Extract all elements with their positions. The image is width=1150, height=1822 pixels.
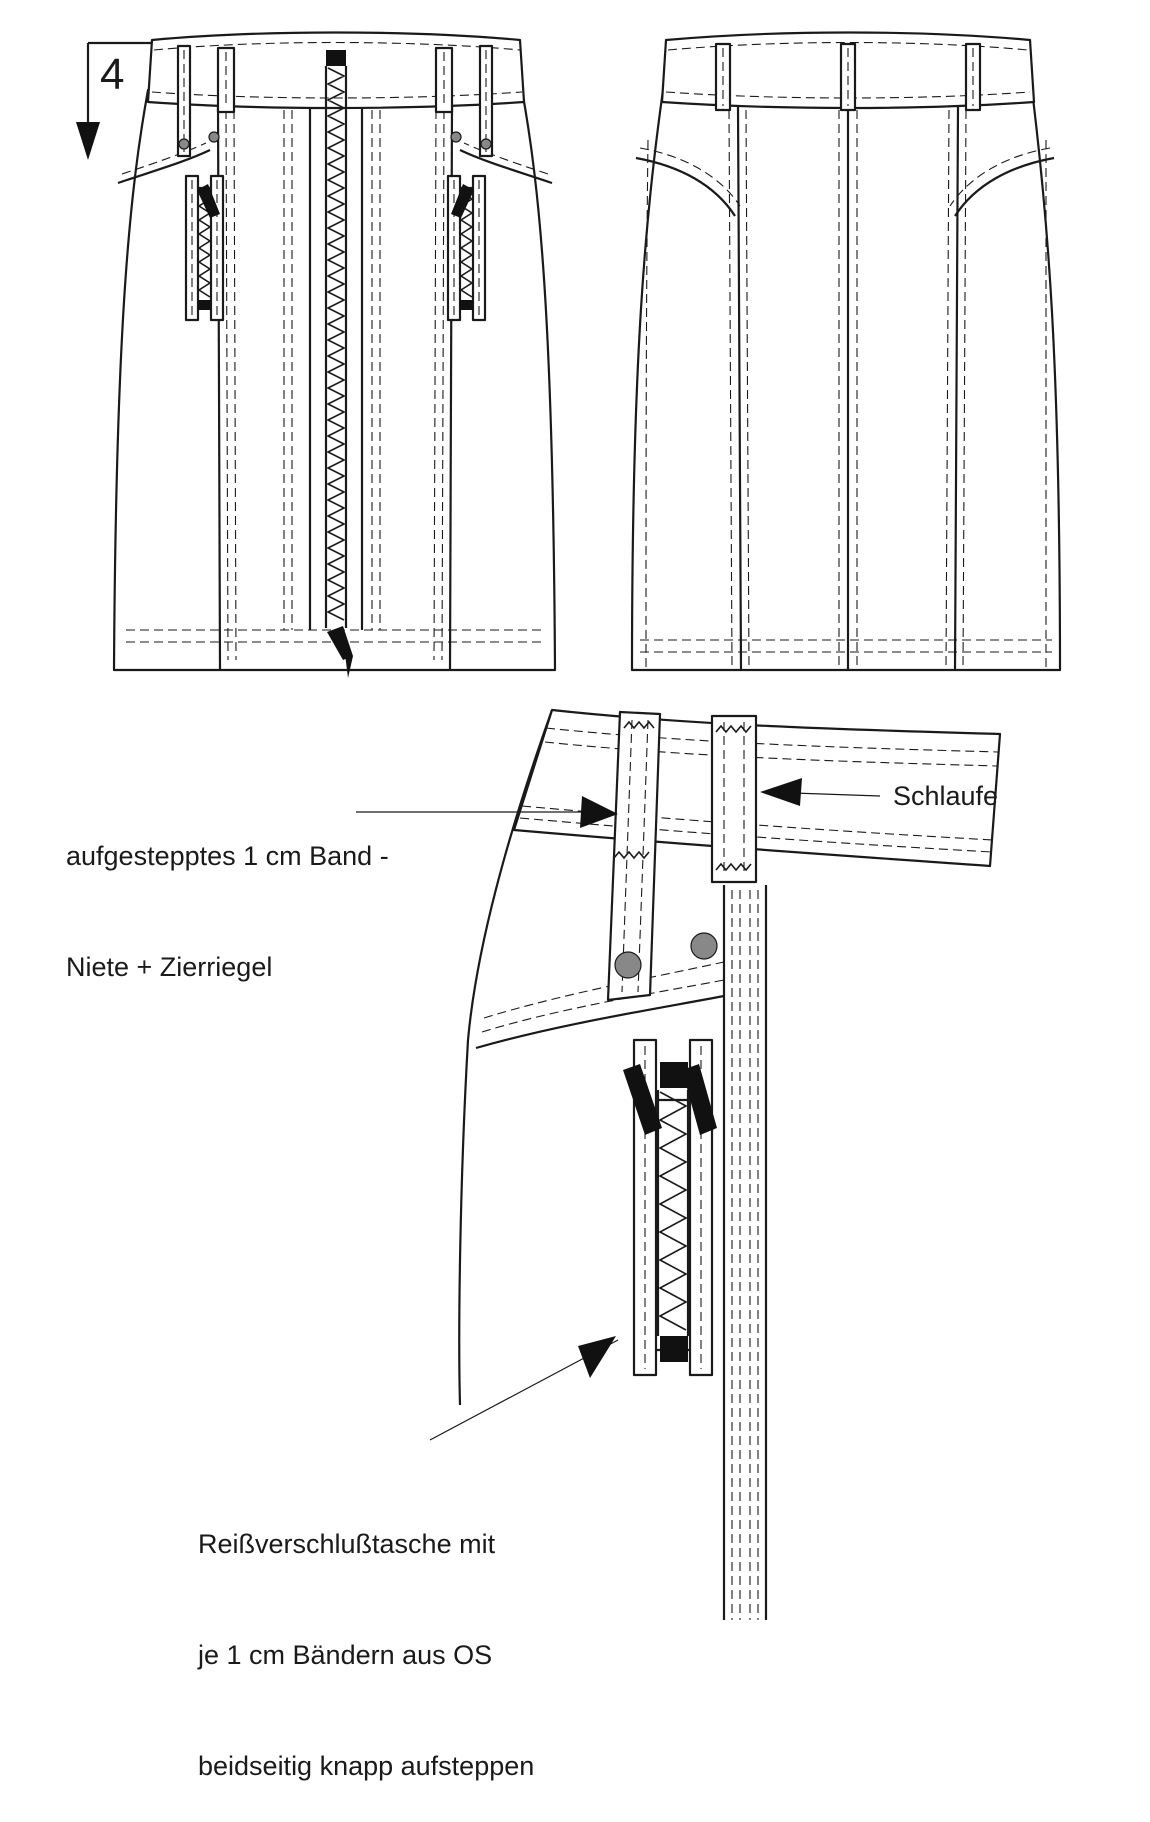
rivet — [480, 138, 492, 150]
leader-band — [356, 796, 618, 828]
leader-loop — [760, 778, 881, 806]
detail-side-seam — [458, 709, 554, 1406]
leader-zip-pocket — [429, 1336, 619, 1441]
label-band: aufgestepptes 1 cm Band - Niete + Zierri… — [66, 764, 389, 1023]
detail-view — [356, 708, 1002, 1620]
technical-drawing — [76, 31, 1062, 1620]
label-band-line-2: Niete + Zierriegel — [66, 952, 273, 982]
rivet — [178, 138, 190, 150]
skirt-back-view — [630, 31, 1062, 672]
front-belt-loops — [176, 44, 494, 158]
step-arrow — [76, 41, 152, 160]
step-number: 4 — [100, 50, 125, 99]
label-zipper-pocket-line-3: beidseitig knapp aufsteppen — [198, 1751, 535, 1781]
rivet — [208, 131, 220, 143]
front-body-outline — [112, 88, 557, 672]
label-zipper-pocket: Reißverschlußtasche mit je 1 cm Bändern … — [198, 1452, 534, 1822]
detail-stitched-band — [606, 710, 718, 1002]
detail-belt-loop — [710, 714, 758, 884]
label-band-line-1: aufgestepptes 1 cm Band - — [66, 841, 389, 871]
front-zip-pocket-left — [184, 174, 225, 322]
label-zipper-pocket-line-1: Reißverschlußtasche mit — [198, 1529, 496, 1559]
rivet — [450, 131, 462, 143]
front-waistband — [146, 31, 526, 110]
back-belt-loops — [714, 42, 982, 112]
label-loop: Schlaufe — [893, 781, 999, 811]
skirt-front-view — [112, 31, 557, 678]
detail-zip-pocket — [623, 1038, 717, 1377]
front-center-zipper — [324, 66, 353, 678]
rivet — [690, 932, 718, 960]
front-zip-pocket-right — [446, 174, 487, 322]
rivet — [614, 951, 642, 979]
